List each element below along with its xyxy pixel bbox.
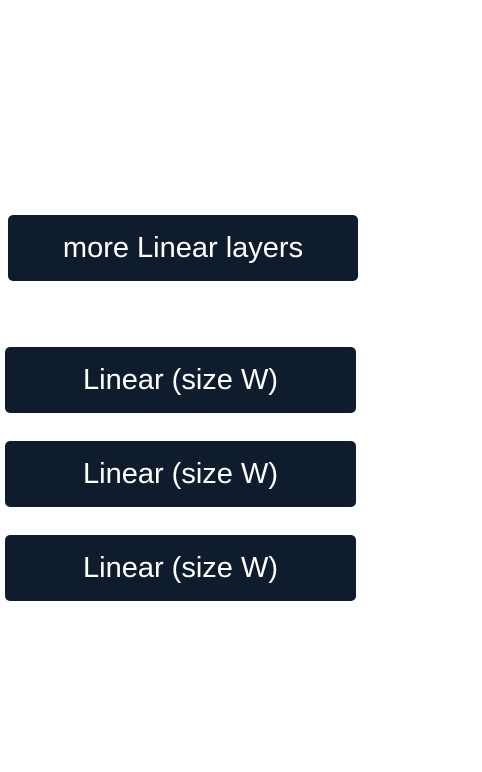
- more-linear-layers-label: more Linear layers: [62, 231, 304, 264]
- linear-layer-label: Linear (size W): [83, 551, 278, 584]
- linear-layer-block: Linear (size W): [5, 441, 356, 507]
- linear-layer-label: Linear (size W): [83, 457, 278, 490]
- linear-layer-block: Linear (size W): [5, 347, 356, 413]
- more-linear-layers-block: more Linear layers: [8, 215, 358, 281]
- linear-layer-block: Linear (size W): [5, 535, 356, 601]
- linear-layer-label: Linear (size W): [83, 363, 278, 396]
